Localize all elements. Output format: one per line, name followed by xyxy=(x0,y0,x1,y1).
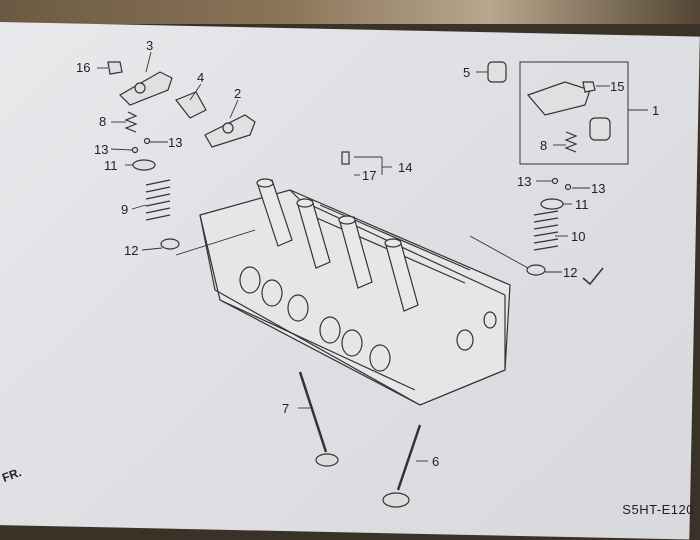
callout-13-left-a: 13 xyxy=(94,142,108,157)
exploded-parts-diagram: 3 16 4 2 8 13 13 11 9 12 5 15 1 8 13 13 … xyxy=(76,38,659,508)
bracket-4 xyxy=(175,91,207,119)
nut-16 xyxy=(107,61,123,75)
callout-10: 10 xyxy=(571,229,585,244)
keeper-13-right xyxy=(551,177,572,191)
callout-9: 9 xyxy=(121,202,128,217)
callout-6: 6 xyxy=(432,454,439,469)
rocker-arm-2 xyxy=(204,114,256,148)
callout-8-right: 8 xyxy=(540,138,547,153)
bushing-5 xyxy=(487,61,507,83)
seal-12-right xyxy=(526,264,546,276)
rocker-arm-assembly xyxy=(526,81,611,141)
callout-11-right: 11 xyxy=(575,197,589,212)
callout-2: 2 xyxy=(234,86,241,101)
callout-3: 3 xyxy=(146,38,153,53)
leader-lines xyxy=(97,51,648,462)
seal-12-left xyxy=(160,238,180,250)
valve-guides xyxy=(256,178,419,312)
callout-13-right-a: 13 xyxy=(517,174,531,189)
keeper-13-left xyxy=(131,137,151,154)
callout-4: 4 xyxy=(197,70,204,85)
valve-7 xyxy=(298,371,339,467)
valve-spring-10 xyxy=(533,210,559,251)
spring-8-right xyxy=(564,131,578,153)
rocker-arm-3 xyxy=(119,71,173,106)
callout-12-right: 12 xyxy=(563,265,577,280)
pin-17 xyxy=(341,151,350,165)
callout-13-right-b: 13 xyxy=(591,181,605,196)
spring-8-left xyxy=(124,111,138,133)
diagram-code: S5HT-E120 xyxy=(622,502,694,517)
retainer-11-left xyxy=(132,159,156,171)
callout-16: 16 xyxy=(76,60,90,75)
callout-15: 15 xyxy=(610,79,624,94)
callout-1: 1 xyxy=(652,103,659,118)
callout-17: 17 xyxy=(362,168,376,183)
background-strip xyxy=(0,0,700,24)
callout-5: 5 xyxy=(463,65,470,80)
callout-11-left: 11 xyxy=(104,158,118,173)
callout-13-left-b: 13 xyxy=(168,135,182,150)
callout-labels: 3 16 4 2 8 13 13 11 9 12 5 15 1 8 13 13 … xyxy=(76,38,659,469)
assembly-box-1 xyxy=(519,61,629,165)
valve-spring-9 xyxy=(145,179,171,221)
callout-12-left: 12 xyxy=(124,243,138,258)
retainer-11-right xyxy=(540,198,564,210)
callout-7: 7 xyxy=(282,401,289,416)
valve-6 xyxy=(382,424,422,508)
nut-15 xyxy=(582,81,596,93)
callout-8-left: 8 xyxy=(99,114,106,129)
callout-14: 14 xyxy=(398,160,412,175)
